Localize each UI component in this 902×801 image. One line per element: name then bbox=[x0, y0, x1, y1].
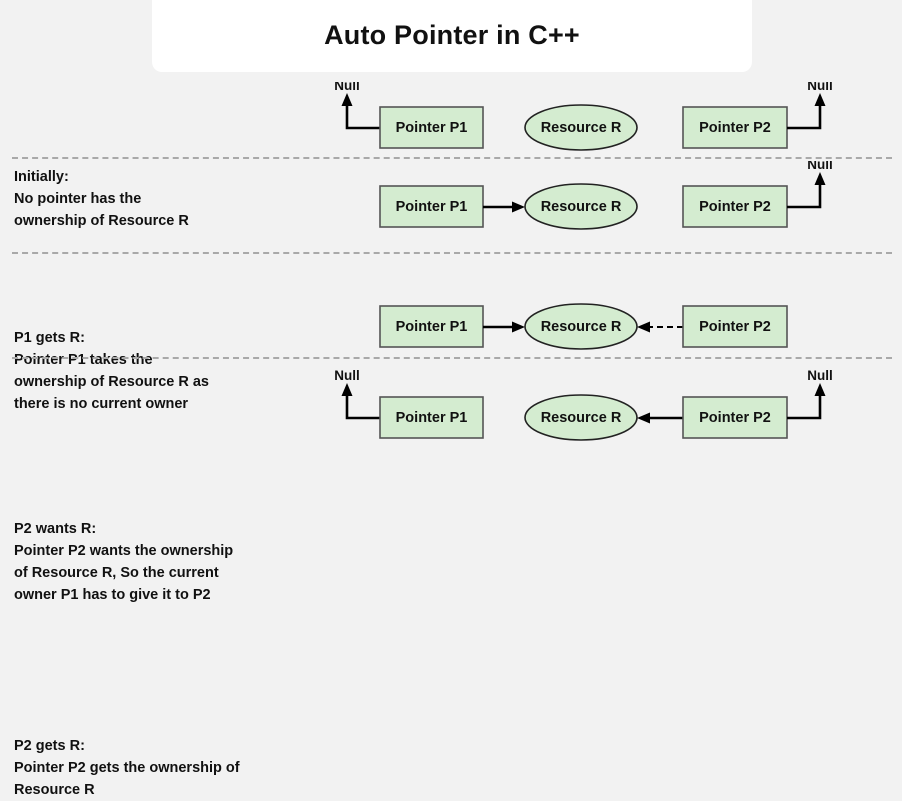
p1-to-resource-arrow bbox=[483, 201, 525, 213]
step-row-p2-wants-r: P2 wants R: Pointer P2 wants the ownersh… bbox=[0, 256, 902, 603]
step-caption: P2 gets R: Pointer P2 gets the ownership… bbox=[14, 738, 240, 799]
p2-to-resource-arrow bbox=[637, 412, 683, 424]
node-pointer-p2[interactable]: Pointer P2 bbox=[682, 396, 788, 439]
step-caption: Initially: No pointer has the ownership … bbox=[14, 169, 189, 230]
row-divider bbox=[12, 252, 892, 254]
p1-null-label: Null bbox=[334, 368, 360, 383]
step-row-p1-gets-r: P1 gets R: Pointer P1 takes the ownershi… bbox=[0, 161, 902, 412]
p2-to-resource-dashed-arrow bbox=[637, 321, 683, 333]
node-resource-r[interactable]: Resource R bbox=[524, 303, 638, 350]
p2-null-label: Null bbox=[807, 82, 833, 93]
node-label-p2: Pointer P2 bbox=[699, 410, 771, 426]
step-row-initially: Initially: No pointer has the ownership … bbox=[0, 82, 902, 229]
node-label-p2: Pointer P2 bbox=[699, 319, 771, 335]
p1-null-label: Null bbox=[334, 82, 360, 93]
node-label-p1: Pointer P1 bbox=[396, 199, 468, 215]
p2-null-label: Null bbox=[807, 161, 833, 172]
step-diagram: Null Pointer P1 Resource R Pointer P2 bbox=[320, 82, 902, 157]
node-label-p2: Pointer P2 bbox=[699, 199, 771, 215]
step-diagram: Pointer P1 Resource R Pointer P2 bbox=[320, 161, 902, 252]
step-row-p2-gets-r: P2 gets R: Pointer P2 gets the ownership… bbox=[0, 361, 902, 798]
node-resource-r[interactable]: Resource R bbox=[524, 104, 638, 151]
node-label-resource: Resource R bbox=[541, 120, 622, 136]
step-caption: P2 wants R: Pointer P2 wants the ownersh… bbox=[14, 521, 234, 604]
node-label-p2: Pointer P2 bbox=[699, 120, 771, 136]
p2-null-arrow bbox=[787, 383, 826, 420]
p1-to-resource-arrow bbox=[483, 321, 525, 333]
step-diagram: Pointer P1 Resource R Pointer P2 bbox=[320, 256, 902, 357]
node-label-resource: Resource R bbox=[541, 319, 622, 335]
p2-null-arrow bbox=[787, 93, 826, 130]
node-resource-r[interactable]: Resource R bbox=[524, 183, 638, 230]
node-resource-r[interactable]: Resource R bbox=[524, 394, 638, 441]
page-title: Auto Pointer in C++ bbox=[324, 19, 580, 50]
step-diagram: Null Pointer P1 Resource R Pointer P2 bbox=[320, 361, 902, 460]
node-label-p1: Pointer P1 bbox=[396, 410, 468, 426]
node-pointer-p2[interactable]: Pointer P2 bbox=[682, 305, 788, 348]
p1-null-arrow bbox=[341, 93, 380, 130]
node-pointer-p1[interactable]: Pointer P1 bbox=[379, 106, 484, 149]
node-label-resource: Resource R bbox=[541, 199, 622, 215]
step-caption: P1 gets R: Pointer P1 takes the ownershi… bbox=[14, 330, 209, 413]
node-label-resource: Resource R bbox=[541, 410, 622, 426]
p2-null-arrow bbox=[787, 172, 826, 209]
node-pointer-p1[interactable]: Pointer P1 bbox=[379, 305, 484, 348]
node-pointer-p2[interactable]: Pointer P2 bbox=[682, 106, 788, 149]
row-divider bbox=[12, 357, 892, 359]
node-pointer-p2[interactable]: Pointer P2 bbox=[682, 185, 788, 228]
node-pointer-p1[interactable]: Pointer P1 bbox=[379, 396, 484, 439]
row-divider bbox=[12, 157, 892, 159]
title-card: Auto Pointer in C++ bbox=[152, 0, 752, 72]
p1-null-arrow bbox=[341, 383, 380, 420]
node-label-p1: Pointer P1 bbox=[396, 319, 468, 335]
p2-null-label: Null bbox=[807, 368, 833, 383]
node-pointer-p1[interactable]: Pointer P1 bbox=[379, 185, 484, 228]
node-label-p1: Pointer P1 bbox=[396, 120, 468, 136]
